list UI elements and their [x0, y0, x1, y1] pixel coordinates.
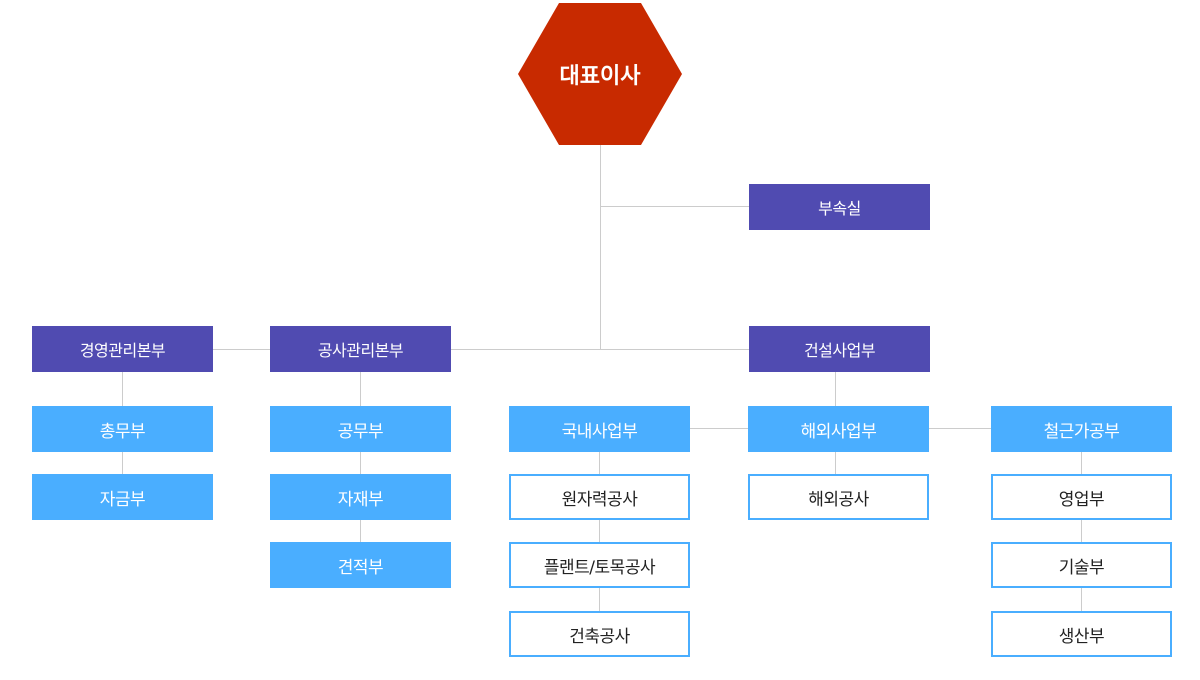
domestic-node: 국내사업부: [509, 406, 690, 452]
finance-node: 자금부: [32, 474, 213, 520]
sales-label: 영업부: [1058, 489, 1105, 510]
materials-node: 자재부: [270, 474, 451, 520]
architecture-node: 건축공사: [509, 611, 690, 657]
management-division-label: 경영관리본부: [79, 341, 166, 360]
connector-rebar-down: [1081, 451, 1082, 612]
nuclear-label: 원자력공사: [561, 489, 638, 510]
production-node: 생산부: [991, 611, 1172, 657]
overseas-works-label: 해외공사: [808, 489, 869, 510]
connector-overseas-down: [835, 451, 836, 474]
production-label: 생산부: [1058, 626, 1105, 647]
ceo-label: 대표이사: [559, 64, 641, 89]
construction-mgmt-division-node: 공사관리본부: [270, 326, 451, 372]
overseas-label: 해외사업부: [800, 421, 877, 442]
plant-civil-label: 플랜트/토목공사: [543, 557, 656, 578]
connector-construction-mgmt-down: [360, 371, 361, 542]
estimation-label: 견적부: [337, 557, 384, 578]
general-affairs-node: 총무부: [32, 406, 213, 452]
ceo-node: 대표이사: [518, 3, 682, 145]
connector-divisions-row: [213, 349, 749, 350]
rebar-node: 철근가공부: [991, 406, 1172, 452]
attached-office-label: 부속실: [818, 199, 861, 218]
general-affairs-label: 총무부: [99, 421, 146, 442]
nuclear-node: 원자력공사: [509, 474, 690, 520]
construction-biz-division-node: 건설사업부: [749, 326, 930, 372]
technology-node: 기술부: [991, 542, 1172, 588]
public-works-node: 공무부: [270, 406, 451, 452]
public-works-label: 공무부: [337, 421, 384, 442]
plant-civil-node: 플랜트/토목공사: [509, 542, 690, 588]
materials-label: 자재부: [337, 489, 384, 510]
overseas-works-node: 해외공사: [748, 474, 929, 520]
overseas-node: 해외사업부: [748, 406, 929, 452]
estimation-node: 견적부: [270, 542, 451, 588]
sales-node: 영업부: [991, 474, 1172, 520]
connector-construction-biz-down: [835, 371, 836, 406]
architecture-label: 건축공사: [569, 626, 630, 647]
construction-biz-division-label: 건설사업부: [803, 341, 876, 360]
rebar-label: 철근가공부: [1043, 421, 1120, 442]
construction-mgmt-division-label: 공사관리본부: [317, 341, 404, 360]
attached-office-node: 부속실: [749, 184, 930, 230]
technology-label: 기술부: [1058, 557, 1105, 578]
connector-attached-office: [600, 206, 749, 207]
finance-label: 자금부: [99, 489, 146, 510]
management-division-node: 경영관리본부: [32, 326, 213, 372]
connector-domestic-down: [599, 451, 600, 612]
connector-ceo-trunk: [600, 145, 601, 350]
domestic-label: 국내사업부: [561, 421, 638, 442]
